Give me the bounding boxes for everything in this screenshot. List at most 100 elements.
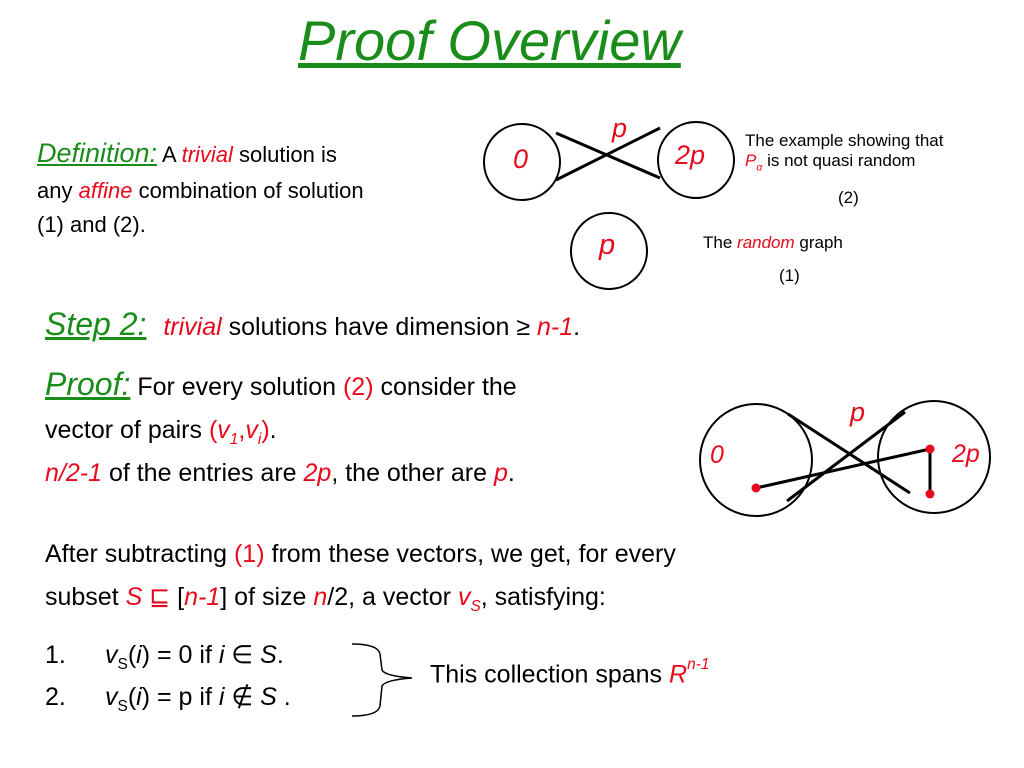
definition-text-d: combination of solution [138,178,364,203]
step2-line: Step 2: trivial solutions have dimension… [45,306,580,343]
proof-twop: 2p [303,459,332,487]
top-cross-line-b [555,126,661,182]
item-2-v: v [105,683,118,711]
proof-period-2: . [507,459,515,487]
random-word: random [737,233,795,252]
bottom-node-p-label: p [850,397,866,427]
top-node-2p-label: 2p [675,140,706,170]
after-slash2: /2 [327,583,349,611]
proof-subi: i [257,431,262,448]
definition-affine: affine [78,178,133,203]
proof-text-e: , the other are [331,459,487,487]
top-circle-0 [483,123,561,201]
after-text-f: , satisfying: [480,583,606,611]
definition-text-b: solution is [239,142,337,167]
after-n: n [313,583,328,611]
item-2-end: . [276,683,291,711]
item-2-lp: ( [127,683,137,711]
item-1-num: 1. [45,641,66,669]
bottom-vertex-top-right [925,444,935,454]
item-2-S2: S [260,683,277,711]
bottom-vertex-bottom-right [925,489,935,499]
proof-label: Proof: [45,366,131,402]
proof-two: (2) [342,373,374,401]
spans-R: R [669,660,688,689]
proof-text-b: consider the [380,373,517,401]
list-item-1: 1.vS(i) = 0 if i ∈ S. [45,640,284,674]
item-1-S2: S [260,641,277,669]
item-2-num: 2. [45,683,66,711]
single-circle-p [570,212,648,290]
proof-sub1: 1 [229,431,239,448]
item-1-S: S [117,656,128,673]
definition-trivial: trivial [181,142,233,167]
definition-line-3: (1) and (2). [37,212,146,238]
definition-label: Definition: [37,138,158,168]
item-1-rest: = 0 if [157,641,212,669]
bottom-vertex-left [751,483,761,493]
after-text-b: from these vectors, we get, for every [271,540,676,568]
random-caption: The random graph [703,233,843,253]
after-one: (1) [233,540,265,568]
label-1: (1) [779,266,800,285]
bottom-circle-2p [877,400,991,514]
brace [351,643,413,717]
item-1-end: . [276,641,284,669]
proof-line-2: vector of pairs (v1,vi). [45,416,277,449]
proof-n21: n/2-1 [45,459,102,487]
after-lb: [ [177,583,185,611]
step2-text: solutions have dimension [228,313,510,341]
definition-text-e: (1) and (2). [37,212,146,237]
after-line-1: After subtracting (1) from these vectors… [45,540,676,569]
random-post: graph [799,233,843,252]
after-text-d: of size [234,583,307,611]
bottom-circle-0 [699,403,813,517]
item-2-S: S [117,698,128,715]
definition-line-2: any affine combination of solution [37,178,364,204]
example-caption-line-1: The example showing that [745,131,944,150]
proof-period: . [269,416,277,444]
after-line-2: subset S ⊑ [n-1] of size n/2, a vector v… [45,582,606,616]
example-rest: is not quasi random [767,151,916,170]
bottom-edge-long [755,447,931,490]
proof-line-1: Proof: For every solution (2) consider t… [45,366,517,403]
top-node-p-label: p [612,113,628,143]
after-text-a: After subtracting [45,540,228,568]
item-2-i2: i [218,683,225,711]
spans-sup: n-1 [687,656,710,673]
proof-close: ) [261,416,270,444]
proof-p: p [493,459,508,487]
item-1-i: i [136,641,142,669]
step2-period: . [573,313,581,341]
proof-text-c: vector of pairs [45,416,203,444]
slide-title: Proof Overview [298,9,681,72]
top-circle-2p [657,121,735,199]
item-1-i2: i [218,641,225,669]
item-2-i: i [136,683,142,711]
step2-geq: ≥ [516,313,531,341]
step2-trivial: trivial [163,313,222,341]
example-caption-line-2: Pα is not quasi random [745,151,915,173]
after-vS-v: v [457,583,471,611]
proof-text-a: For every solution [137,373,337,401]
spans-text: This collection spans [430,660,663,689]
item-1-rel: ∈ [231,641,254,669]
spans-statement: This collection spans Rn-1 [430,656,709,689]
item-2-rel: ∉ [231,683,254,711]
definition-text-c: any [37,178,73,203]
step2-label: Step 2: [45,306,147,342]
after-text-e: , a vector [348,583,451,611]
item-1-rp: ) [141,641,151,669]
proof-line-3: n/2-1 of the entries are 2p, the other a… [45,459,515,488]
after-text-c: subset [45,583,119,611]
step2-n1: n-1 [537,313,574,341]
proof-v2: v [245,416,258,444]
label-2: (2) [838,188,859,207]
item-1-lp: ( [127,641,137,669]
proof-open: ( [208,416,218,444]
proof-comma: , [238,416,246,444]
item-1-v: v [105,641,118,669]
proof-v: v [217,416,230,444]
bottom-cross-line-b [786,410,906,503]
definition-text-a: A [161,142,176,167]
